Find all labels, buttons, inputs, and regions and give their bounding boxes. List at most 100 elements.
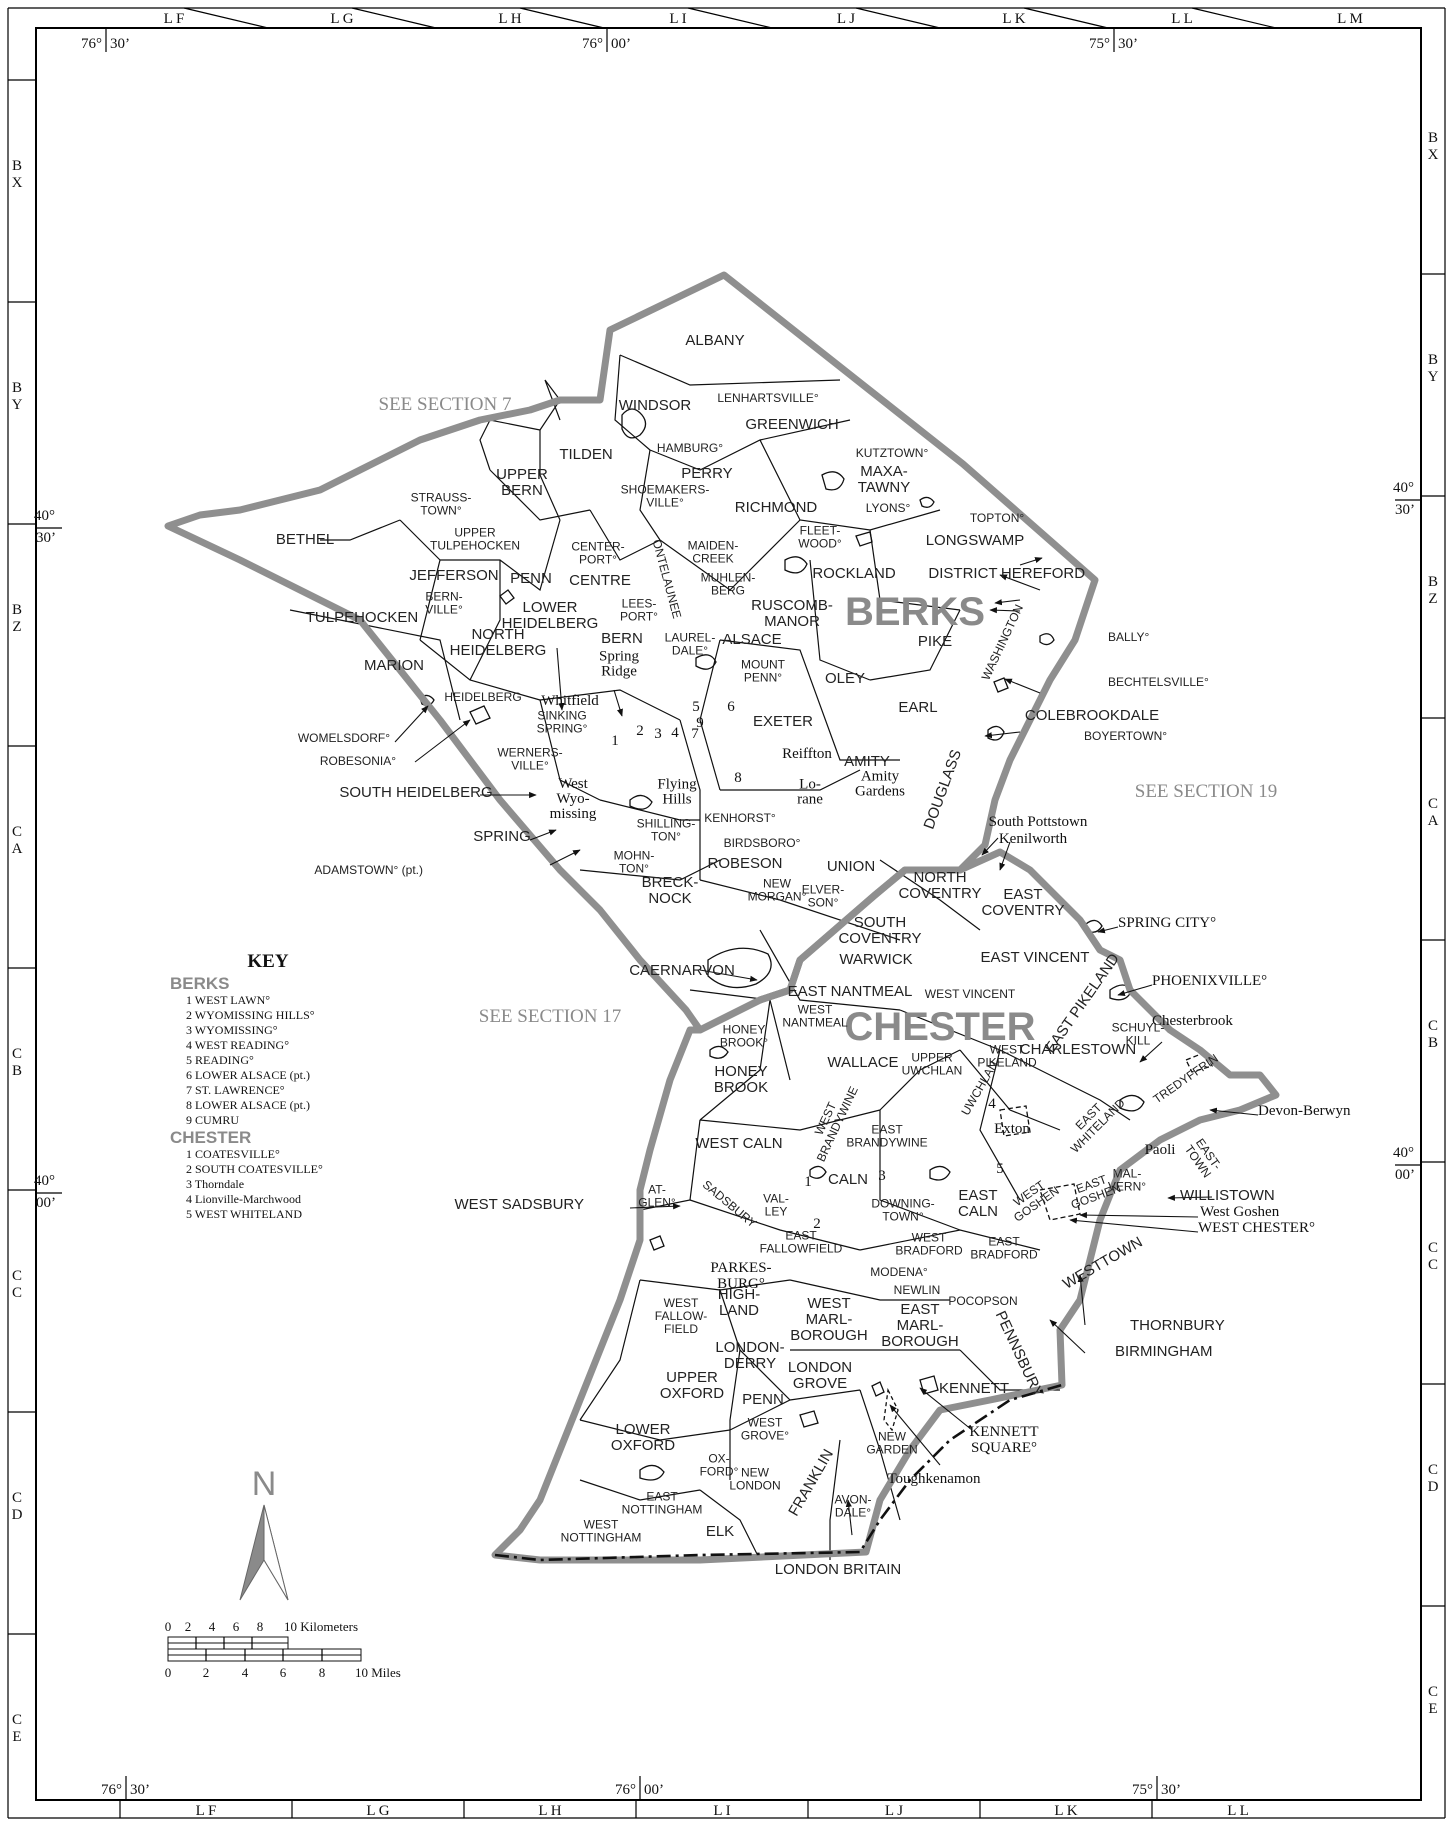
chester-township-line: FRANKLIN bbox=[785, 1446, 837, 1519]
berks-township: RUSCOMB-MANOR bbox=[751, 597, 833, 630]
chester-borough-line: GROVE° bbox=[741, 1429, 789, 1443]
key-chester-item: 3 Thorndale bbox=[186, 1177, 244, 1191]
berks-borough-line: TOPTON° bbox=[970, 511, 1025, 525]
county-name-chester: CHESTER bbox=[844, 1005, 1035, 1049]
berks-township-line: TULPEHOCKEN bbox=[306, 609, 419, 626]
map-frame bbox=[7, 7, 1446, 1819]
berks-township-line: DISTRICT bbox=[928, 565, 997, 582]
berks-borough-line: MOUNT bbox=[741, 658, 786, 672]
scale-km-tick: 10 Kilometers bbox=[284, 1619, 358, 1634]
key-berks-item: 8 LOWER ALSACE (pt.) bbox=[186, 1098, 310, 1112]
chester-township: THORNBURY bbox=[1130, 1317, 1225, 1334]
grid-row-label: C bbox=[12, 1490, 22, 1506]
chester-township-line: OXFORD bbox=[611, 1437, 675, 1454]
chester-borough-line: VERN° bbox=[1108, 1180, 1146, 1194]
berks-key-number: 2 bbox=[636, 723, 644, 739]
berks-borough-labels: LENHARTSVILLE°HAMBURG°SHOEMAKERS-VILLE°K… bbox=[298, 391, 1209, 910]
chester-township-line: NOTTINGHAM bbox=[561, 1531, 642, 1545]
berks-borough-line: MORGAN° bbox=[748, 890, 807, 904]
grid-row-label: E bbox=[12, 1729, 21, 1745]
berks-borough-line: SHILLING- bbox=[637, 817, 696, 831]
chester-borough-line: WEST bbox=[748, 1416, 783, 1430]
berks-township-line: WINDSOR bbox=[619, 397, 692, 414]
chester-township-line: NEWLIN bbox=[894, 1283, 941, 1297]
grid-row-label: C bbox=[1428, 796, 1438, 812]
chester-township-line: UWCHLAN bbox=[902, 1064, 963, 1078]
berks-township-line: NOCK bbox=[648, 890, 691, 907]
chester-township-line: TREDYFFRIN bbox=[1151, 1051, 1221, 1106]
berks-borough: BALLY° bbox=[1108, 630, 1149, 644]
berks-township: CENTRE bbox=[569, 572, 631, 589]
berks-key-number: 7 bbox=[691, 726, 699, 742]
berks-township: MARION bbox=[364, 657, 424, 674]
chester-borough: OX-FORD° bbox=[700, 1452, 739, 1479]
chester-place: Toughkenamon bbox=[887, 1471, 981, 1487]
chester-township-line: WEST bbox=[990, 1043, 1025, 1057]
chester-township-line: NOTTINGHAM bbox=[622, 1503, 703, 1517]
chester-township-line: BRADFORD bbox=[970, 1248, 1038, 1262]
berks-township-line: HEIDELBERG bbox=[444, 690, 521, 704]
chester-township-line: SCHUYL- bbox=[1112, 1021, 1165, 1035]
coord-bottom-76-30-min: 30’ bbox=[130, 1782, 150, 1798]
berks-township-line: LOWER bbox=[522, 599, 577, 616]
berks-borough-line: LYONS° bbox=[866, 501, 911, 515]
berks-township: EXETER bbox=[753, 713, 813, 730]
chester-township-line: PIKELAND bbox=[977, 1056, 1037, 1070]
chester-key-number: 5 bbox=[996, 1161, 1004, 1177]
berks-borough: TOPTON° bbox=[970, 511, 1025, 525]
chester-township-line: WEST bbox=[584, 1518, 619, 1532]
berks-place-labels: SpringRidgeWhitfieldReifftonLo-raneFlyin… bbox=[541, 649, 905, 823]
berks-township: AMITY bbox=[844, 753, 890, 770]
grid-row-label: C bbox=[12, 1268, 22, 1284]
grid-row-label: C bbox=[12, 824, 22, 840]
berks-borough-line: CENTER- bbox=[571, 540, 624, 554]
chester-place: Kenilworth bbox=[999, 831, 1068, 847]
grid-row-label: Y bbox=[12, 397, 23, 413]
chester-township-line: EAST bbox=[988, 1235, 1020, 1249]
berks-township: DOUGLASS bbox=[921, 747, 965, 831]
berks-place-line: Whitfield bbox=[541, 693, 599, 709]
chester-township-line: CHARLESTOWN bbox=[1020, 1041, 1136, 1058]
chester-township-line: WALLACE bbox=[827, 1054, 898, 1071]
berks-borough-line: VILLE° bbox=[511, 759, 549, 773]
berks-place-line: West bbox=[558, 776, 588, 792]
scale-mile-tick: 4 bbox=[242, 1665, 249, 1680]
scale-mile-tick: 8 bbox=[319, 1665, 326, 1680]
key-title: KEY bbox=[247, 951, 288, 972]
chester-township: WALLACE bbox=[827, 1054, 898, 1071]
grid-row-label: B bbox=[12, 158, 22, 174]
chester-township-line: EAST VINCENT bbox=[981, 949, 1090, 966]
berks-township-line: BERN bbox=[601, 630, 643, 647]
coord-left-40-00-deg: 40° bbox=[34, 1173, 55, 1189]
berks-township-line: ALBANY bbox=[685, 332, 744, 349]
grid-row-label: X bbox=[1428, 147, 1439, 163]
berks-township: BETHEL bbox=[276, 531, 334, 548]
chester-borough-line: FORD° bbox=[700, 1465, 739, 1479]
scale-km-tick: 2 bbox=[185, 1619, 192, 1634]
chester-key-number: 4 bbox=[988, 1096, 996, 1112]
chester-borough: MODENA° bbox=[870, 1265, 928, 1279]
chester-borough-line: MODENA° bbox=[870, 1265, 928, 1279]
scale-km-tick: 6 bbox=[233, 1619, 240, 1634]
chester-township-line: WEST bbox=[664, 1296, 699, 1310]
berks-township: PIKE bbox=[918, 633, 952, 650]
chester-township-line: BIRMINGHAM bbox=[1115, 1343, 1213, 1360]
coord-top-76-00-deg: 76° bbox=[582, 36, 603, 52]
berks-township-line: PENN bbox=[510, 570, 552, 587]
grid-row-label: C bbox=[12, 1285, 22, 1301]
berks-place-line: Spring bbox=[599, 649, 640, 665]
berks-borough-line: VILLE° bbox=[646, 496, 684, 510]
chester-township-line: KILL bbox=[1126, 1034, 1151, 1048]
